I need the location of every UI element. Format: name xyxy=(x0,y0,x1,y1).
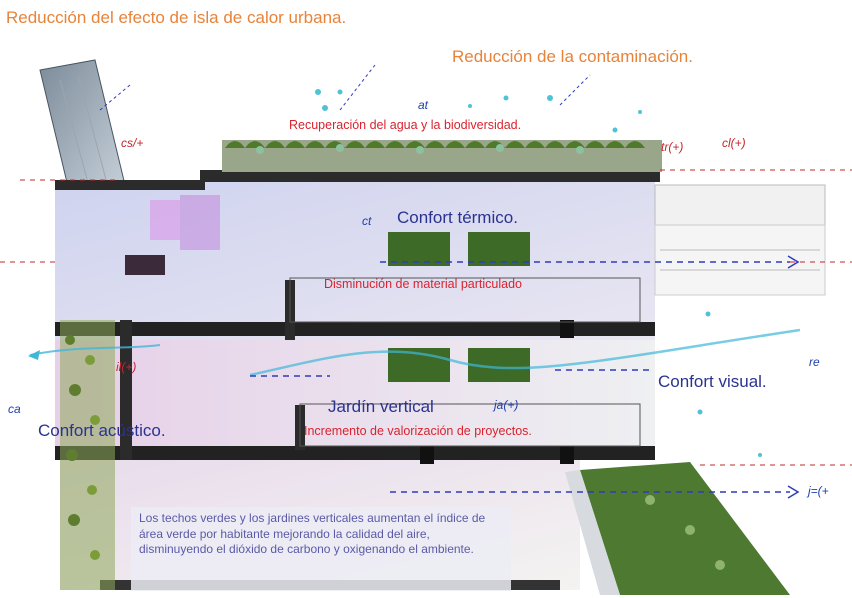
visual-comfort-label: Confort visual. xyxy=(658,372,767,391)
mark-tr: tr(+) xyxy=(661,140,684,154)
mark-at: at xyxy=(418,98,429,112)
particulate-label: Disminución de material particulado xyxy=(324,277,523,291)
mark-ca: ca xyxy=(8,402,21,416)
vertical-green-facade xyxy=(60,320,115,590)
valuation-label: Incremento de valorización de proyectos. xyxy=(304,424,532,438)
description-caption: Los techos verdes y los jardines vertica… xyxy=(131,507,511,591)
mark-ct: ct xyxy=(362,214,372,228)
terrace-garden xyxy=(565,462,790,595)
mark-ja: ja(+) xyxy=(494,398,519,412)
water-biodiversity-label: Recuperación del agua y la biodiversidad… xyxy=(289,118,522,132)
urban-heat-label: Reducción del efecto de isla de calor ur… xyxy=(6,8,347,27)
air-particles xyxy=(315,89,762,457)
mark-jr: j=(+ xyxy=(808,484,829,498)
mark-cs: cs/+ xyxy=(121,136,144,150)
pollution-label: Reducción de la contaminación. xyxy=(452,47,693,66)
acoustic-comfort-label: Confort acústico. xyxy=(38,421,166,440)
glass-tower xyxy=(39,59,126,196)
thermal-comfort-label: Confort térmico. xyxy=(397,208,518,227)
mark-re: re xyxy=(809,355,820,369)
mark-il: il(+) xyxy=(116,360,137,374)
air-flow-lines xyxy=(0,64,852,499)
mark-cr: cl(+) xyxy=(722,136,746,150)
green-roof xyxy=(222,140,662,172)
vertical-garden-label: Jardín vertical xyxy=(328,397,434,416)
